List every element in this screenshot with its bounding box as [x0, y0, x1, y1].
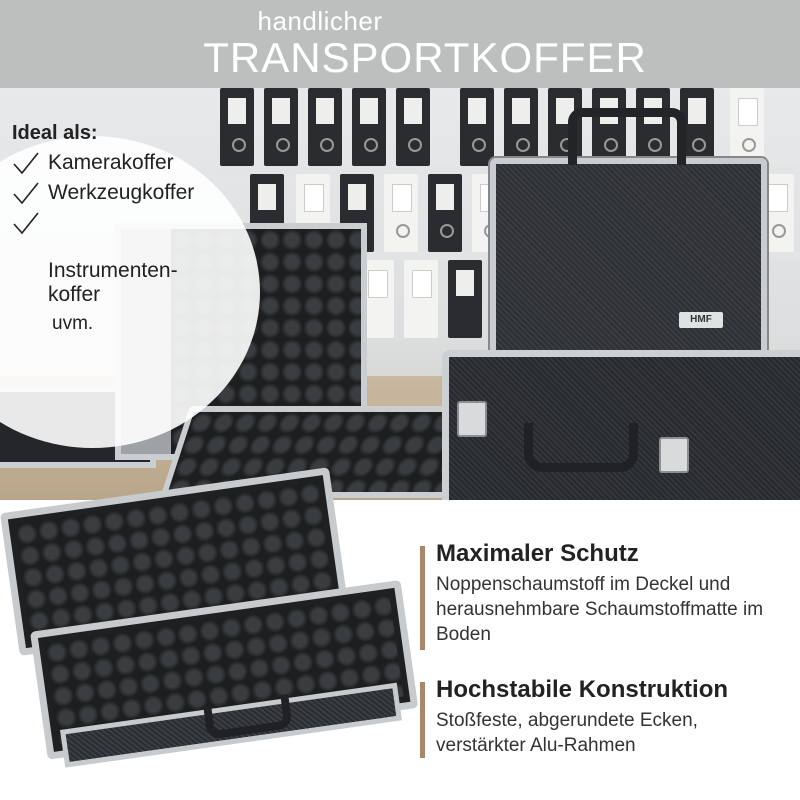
combination-lock-icon: [659, 437, 689, 473]
banner-subtitle: handlicher: [257, 6, 383, 36]
feature-protection: Maximaler Schutz Noppenschaumstoff im De…: [420, 540, 790, 650]
accent-bar: [420, 682, 425, 758]
open-long-case-photo: [0, 467, 419, 800]
closed-case-top: HMF: [490, 158, 767, 360]
use-item: Kamerakoffer: [12, 151, 252, 175]
use-item-label: Instrumenten- koffer: [48, 259, 178, 306]
use-item: Werkzeugkoffer: [12, 181, 252, 205]
feature-title: Hochstabile Konstruktion: [436, 676, 729, 703]
accent-bar: [420, 546, 425, 650]
more-uses: uvm.: [52, 313, 94, 334]
header-banner: handlicher TRANSPORTKOFFER: [0, 0, 800, 88]
check-icon: [13, 212, 39, 235]
combination-lock-icon: [457, 401, 487, 437]
case-handle-icon: [524, 423, 638, 472]
ideal-use-circle: [0, 136, 260, 448]
feature-title: Maximaler Schutz: [436, 540, 639, 567]
feature-text: Noppenschaumstoff im Deckel und herausne…: [436, 574, 764, 645]
check-icon: [13, 182, 39, 205]
product-photo: HMF Ideal als: Kamerakoffer Werkzeugkoff…: [0, 88, 800, 500]
feature-text: Stoßfeste, abgerundete Ecken, verstärkte…: [436, 710, 698, 756]
check-icon: [13, 152, 39, 175]
binder-shelf-top: [220, 88, 800, 166]
use-item-label: Werkzeugkoffer: [48, 181, 195, 204]
feature-construction: Hochstabile Konstruktion Stoßfeste, abge…: [420, 676, 790, 758]
binder-shelf-bottom: [220, 260, 800, 338]
case-handle-icon: [568, 108, 686, 165]
brand-badge: HMF: [679, 312, 723, 328]
banner-title: TRANSPORTKOFFER: [203, 34, 647, 81]
use-item-label: Kamerakoffer: [48, 151, 174, 174]
ideal-use-list: Ideal als: Kamerakoffer Werkzeugkoffer I…: [12, 122, 252, 335]
ideal-heading: Ideal als:: [12, 122, 98, 144]
use-item: Instrumenten- koffer: [12, 211, 252, 307]
